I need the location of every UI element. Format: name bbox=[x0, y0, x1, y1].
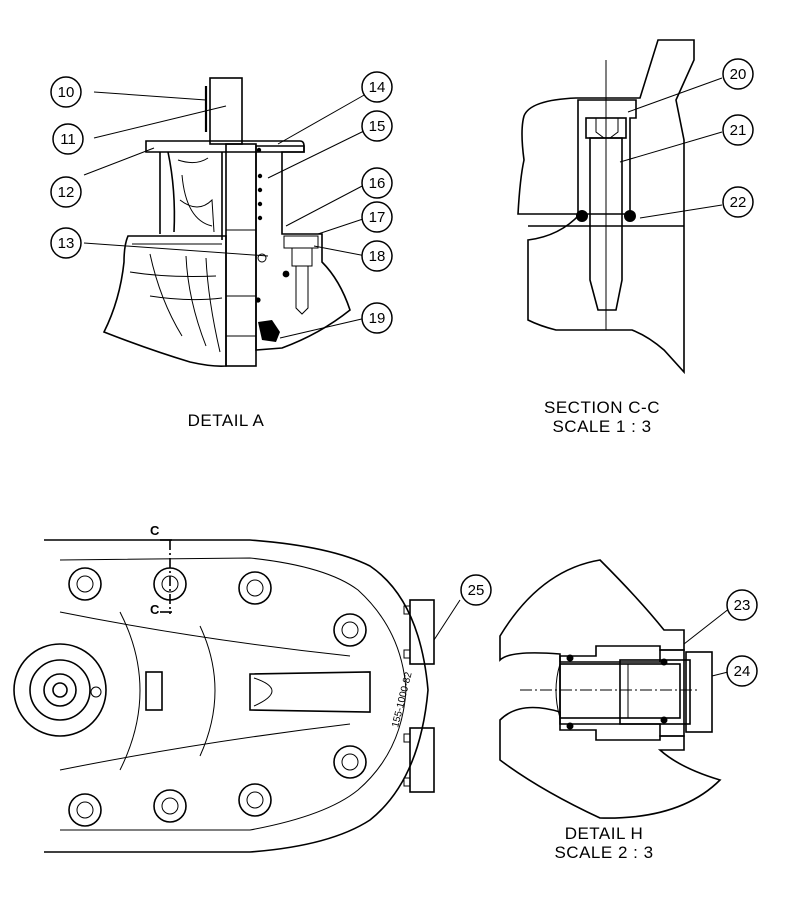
balloon-21: 21 bbox=[722, 114, 754, 146]
section-marker-bottom: C bbox=[150, 602, 160, 617]
bolt-bosses bbox=[68, 567, 367, 827]
svg-text:24: 24 bbox=[734, 663, 751, 680]
detail-h-caption: DETAIL H bbox=[565, 824, 644, 843]
detail-a-view bbox=[83, 77, 367, 367]
balloon-19: 19 bbox=[361, 302, 393, 334]
balloon-14: 14 bbox=[361, 71, 393, 103]
svg-text:20: 20 bbox=[730, 66, 747, 83]
svg-text:19: 19 bbox=[369, 310, 386, 327]
section-marker-top: C bbox=[150, 523, 160, 538]
section-cc-caption: SECTION C-C bbox=[544, 398, 660, 417]
detail-h-view bbox=[499, 559, 731, 819]
svg-text:16: 16 bbox=[369, 175, 386, 192]
detail-a-balloons: 10 11 12 13 14 15 16 17 18 19 bbox=[50, 71, 393, 334]
svg-text:22: 22 bbox=[730, 194, 747, 211]
balloon-17: 17 bbox=[361, 201, 393, 233]
svg-text:10: 10 bbox=[58, 84, 75, 101]
svg-text:25: 25 bbox=[468, 582, 485, 599]
section-cc-view bbox=[517, 39, 723, 375]
balloon-16: 16 bbox=[361, 167, 393, 199]
balloon-18: 18 bbox=[361, 240, 393, 272]
balloon-20: 20 bbox=[722, 58, 754, 90]
balloon-22: 22 bbox=[722, 186, 754, 218]
svg-text:15: 15 bbox=[369, 118, 386, 135]
section-cc-balloons: 20 21 22 bbox=[722, 58, 754, 218]
balloon-24: 24 bbox=[726, 655, 758, 687]
detail-h-balloons: 23 24 bbox=[726, 589, 758, 687]
balloon-25: 25 bbox=[460, 574, 492, 606]
svg-text:18: 18 bbox=[369, 248, 386, 265]
main-view: C C 155-1000-82 bbox=[13, 523, 461, 853]
balloon-10: 10 bbox=[50, 76, 82, 108]
balloon-15: 15 bbox=[361, 110, 393, 142]
main-view-balloons: 25 bbox=[460, 574, 492, 606]
section-cc-scale: SCALE 1 : 3 bbox=[552, 417, 651, 436]
balloon-23: 23 bbox=[726, 589, 758, 621]
detail-a-caption: DETAIL A bbox=[188, 411, 265, 430]
svg-text:11: 11 bbox=[60, 131, 76, 148]
svg-text:17: 17 bbox=[369, 209, 386, 226]
balloon-11: 11 bbox=[52, 123, 84, 155]
svg-text:12: 12 bbox=[58, 184, 75, 201]
balloon-12: 12 bbox=[50, 176, 82, 208]
balloon-13: 13 bbox=[50, 227, 82, 259]
detail-h-scale: SCALE 2 : 3 bbox=[554, 843, 653, 862]
svg-text:21: 21 bbox=[730, 122, 747, 139]
svg-text:23: 23 bbox=[734, 597, 751, 614]
svg-text:13: 13 bbox=[58, 235, 75, 252]
svg-text:14: 14 bbox=[369, 79, 386, 96]
part-marking: 155-1000-82 bbox=[390, 671, 414, 729]
